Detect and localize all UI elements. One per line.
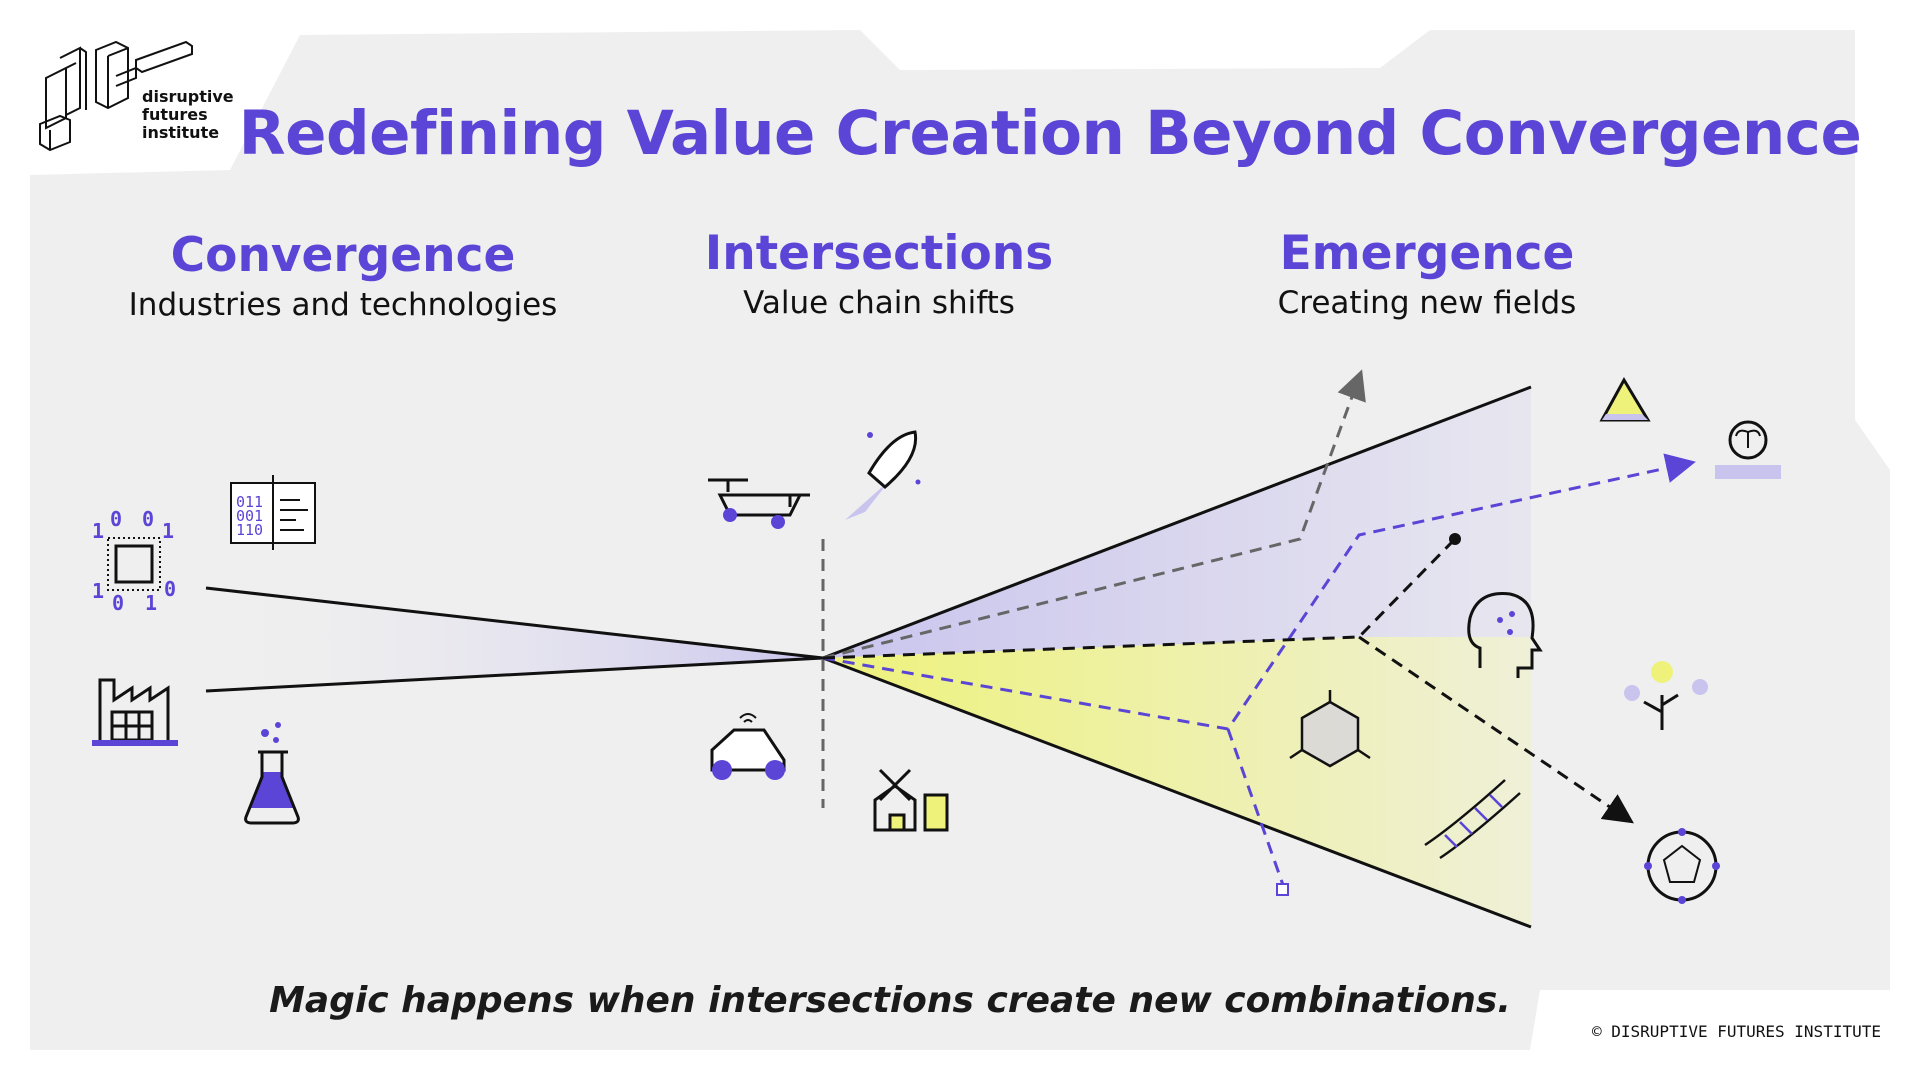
penrose-triangle-icon bbox=[1599, 376, 1651, 422]
3d-cube-icon bbox=[1289, 690, 1371, 768]
svg-text:1: 1 bbox=[162, 519, 174, 543]
svg-text:0: 0 bbox=[112, 591, 124, 615]
idea-plant-icon bbox=[1624, 661, 1708, 730]
molecule-icon bbox=[1644, 828, 1720, 904]
gray-dashed-path bbox=[822, 369, 1366, 660]
autonomous-vehicle-icon bbox=[710, 713, 786, 780]
branch-end-square bbox=[1276, 883, 1289, 896]
emergence-heading: Emergence bbox=[1279, 226, 1575, 281]
emergence-line-top bbox=[822, 385, 1532, 660]
convergence-line-top bbox=[205, 586, 824, 660]
svg-text:1: 1 bbox=[145, 591, 157, 615]
emergence-line-bottom bbox=[822, 656, 1532, 929]
convergence-subtitle: Industries and technologies bbox=[128, 287, 558, 323]
drone-icon bbox=[708, 478, 810, 529]
farm-windmill-icon bbox=[873, 768, 949, 832]
tagline: Magic happens when intersections create … bbox=[269, 980, 1511, 1021]
flask-icon bbox=[244, 722, 300, 825]
logo-line: institute bbox=[142, 123, 220, 142]
dna-binary-icon bbox=[1424, 779, 1521, 860]
plant-water-icon bbox=[1715, 420, 1781, 479]
svg-text:001: 001 bbox=[236, 507, 263, 525]
svg-text:1: 1 bbox=[92, 579, 104, 603]
black-dashed-arrow bbox=[1358, 635, 1634, 824]
emergence-yellow-fill bbox=[823, 637, 1531, 927]
svg-text:0: 0 bbox=[110, 507, 122, 531]
convergence-heading: Convergence bbox=[170, 228, 516, 283]
black-dashed-path bbox=[822, 537, 1457, 660]
logo-line: disruptive bbox=[142, 87, 234, 106]
svg-text:011: 011 bbox=[236, 493, 263, 511]
page-title: Redefining Value Creation Beyond Converg… bbox=[238, 98, 1862, 169]
svg-text:110: 110 bbox=[236, 521, 263, 539]
logo-line: futures bbox=[142, 105, 208, 124]
copyright: © DISRUPTIVE FUTURES INSTITUTE bbox=[1592, 1022, 1881, 1041]
factory-icon bbox=[92, 678, 178, 746]
purple-dashed-branch bbox=[1226, 728, 1285, 886]
intersections-heading: Intersections bbox=[704, 226, 1054, 281]
convergence-line-bottom bbox=[205, 656, 824, 693]
rocket-icon bbox=[845, 430, 921, 520]
purple-dashed-path bbox=[822, 453, 1696, 731]
svg-text:1: 1 bbox=[92, 519, 104, 543]
branch-end-dot bbox=[1449, 533, 1461, 545]
svg-text:0: 0 bbox=[142, 507, 154, 531]
intersections-subtitle: Value chain shifts bbox=[743, 285, 1015, 321]
emergence-subtitle: Creating new fields bbox=[1277, 285, 1577, 321]
logo-text: disruptive futures institute bbox=[142, 88, 234, 142]
svg-text:0: 0 bbox=[164, 577, 176, 601]
dfi-logo-icon bbox=[39, 40, 193, 152]
ai-head-icon bbox=[1467, 592, 1543, 678]
